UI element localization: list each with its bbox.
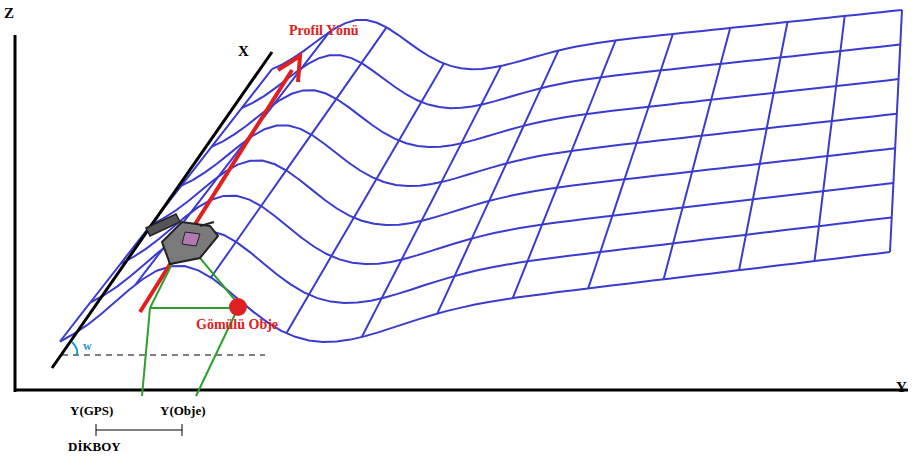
axis-label: X [238,44,249,59]
mesh-line [211,79,898,147]
direction-label: Profil Yönü [289,24,359,38]
mesh-line [90,217,891,303]
coordinate-label: Y(GPS) [70,404,113,417]
mesh-line [890,10,902,252]
mesh-line [181,114,897,186]
dimension-label: DİKBOY [68,440,121,453]
z-axis [14,35,17,392]
angle-arc [72,342,77,356]
mesh-line [242,45,901,109]
mesh-line [286,64,443,334]
dimension-bracket [96,424,182,436]
axis-label: Z [4,6,14,21]
angle-label: w [83,340,92,352]
axis-label: Y [896,380,907,395]
gps-device [146,214,218,264]
mesh-line [437,51,558,314]
object-label: Gömülü Obje [196,318,278,332]
mesh-line [815,16,845,261]
mesh-line [588,34,673,288]
mesh-line [739,22,787,270]
profile-arrow [140,70,292,312]
mesh-line [513,41,616,299]
mesh-line [362,66,501,337]
mesh-line [121,183,894,264]
mesh-line [211,27,387,277]
mesh-line [664,28,731,279]
coordinate-label: Y(Obje) [160,404,206,417]
buried-object [229,298,247,316]
reference-line [62,355,265,356]
y-axis [14,389,908,392]
mesh-line [60,252,890,342]
mesh-line [272,10,902,69]
arrow-head [278,56,300,82]
